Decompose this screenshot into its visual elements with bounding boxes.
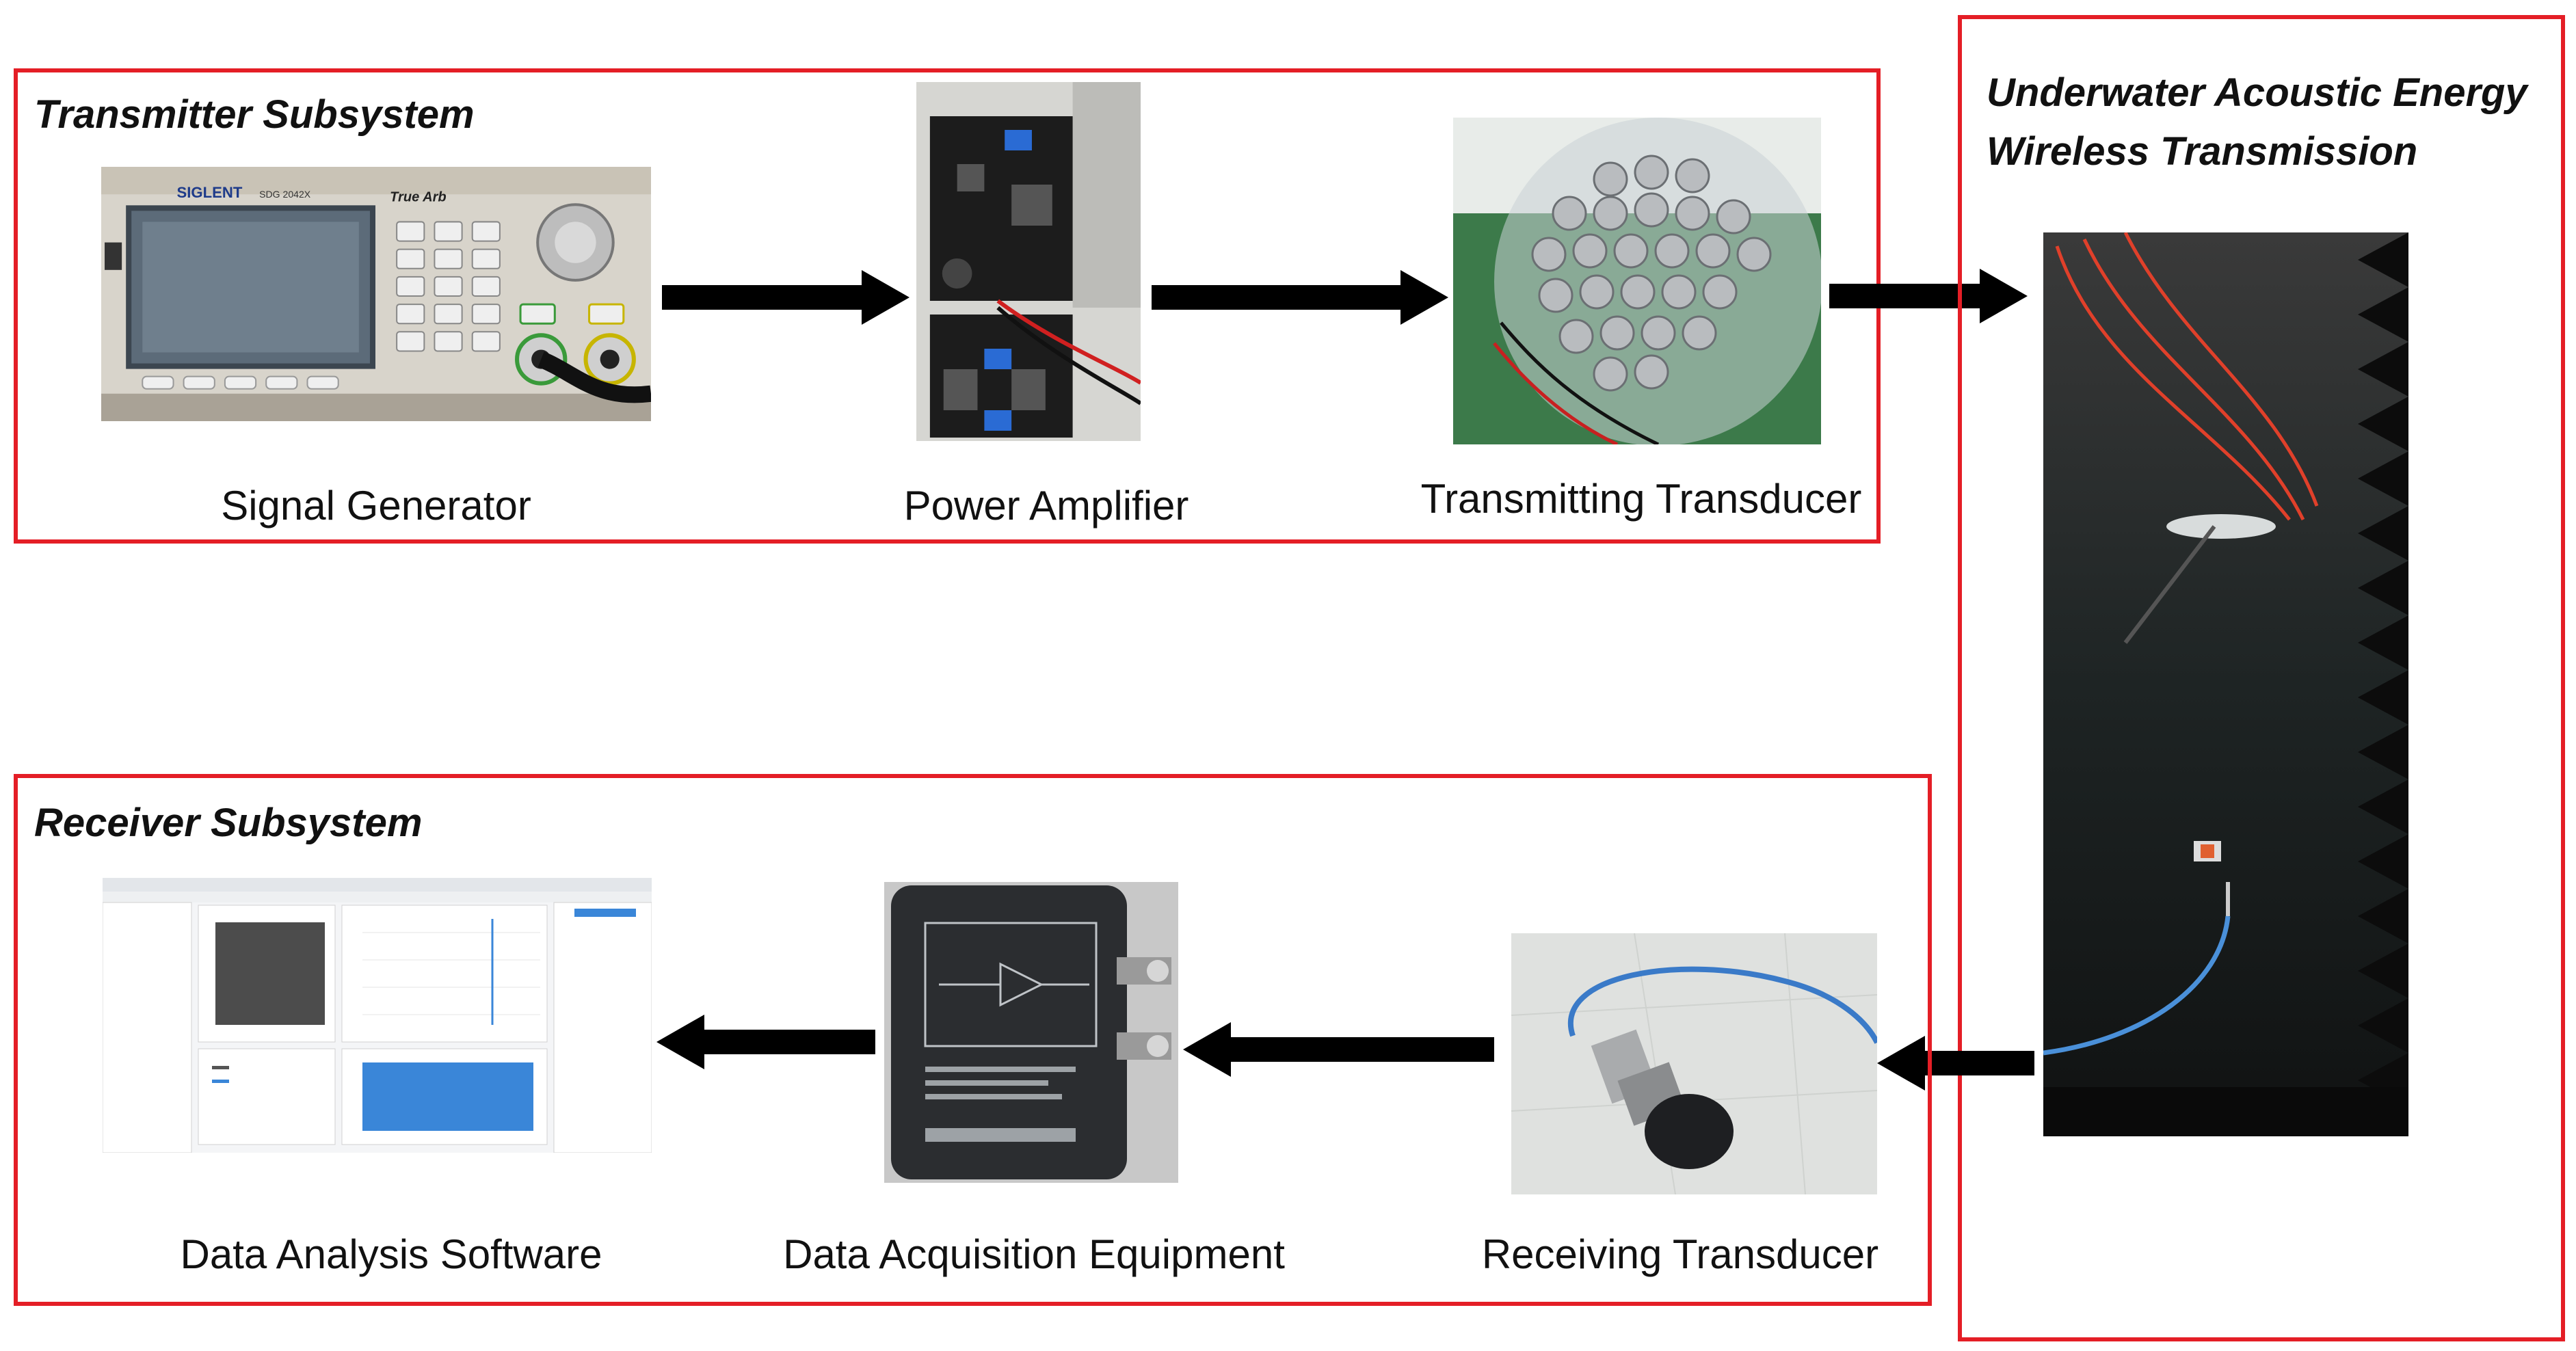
model-label: SDG 2042X [259,189,311,200]
arrow-daq-to-software [656,1015,875,1069]
signal-generator-label: Signal Generator [221,483,531,529]
receiving-transducer-image [1511,933,1877,1194]
series-label: True Arb [390,189,447,204]
signal-generator-image: SIGLENT SDG 2042X True Arb [101,167,651,421]
channel-title-line2: Wireless Transmission [1987,129,2418,174]
arrow-channel-to-receiver [1877,1036,2034,1091]
arrow-transducer-to-daq [1183,1022,1494,1077]
data-analysis-software-label: Data Analysis Software [180,1231,602,1277]
arrow-transducer-to-channel [1829,269,2028,323]
data-acquisition-equipment-image [884,882,1178,1183]
power-amplifier-image [916,82,1141,441]
brand-label: SIGLENT [177,184,243,201]
receiver-subsystem-frame [14,774,1932,1306]
water-tank-image [2043,232,2408,1136]
channel-frame [1958,15,2565,1341]
transmitting-transducer-image [1453,118,1821,444]
data-analysis-software-image [103,878,652,1153]
arrow-amplifier-to-transducer [1152,270,1448,325]
receiver-subsystem-title: Receiver Subsystem [34,801,423,845]
arrow-generator-to-amplifier [662,270,909,325]
receiving-transducer-label: Receiving Transducer [1481,1231,1879,1277]
channel-title-line1: Underwater Acoustic Energy [1987,70,2527,115]
data-acquisition-equipment-label: Data Acquisition Equipment [783,1231,1285,1277]
transmitter-subsystem-title: Transmitter Subsystem [34,92,475,137]
transmitting-transducer-label: Transmitting Transducer [1420,476,1862,522]
power-amplifier-label: Power Amplifier [903,483,1189,529]
